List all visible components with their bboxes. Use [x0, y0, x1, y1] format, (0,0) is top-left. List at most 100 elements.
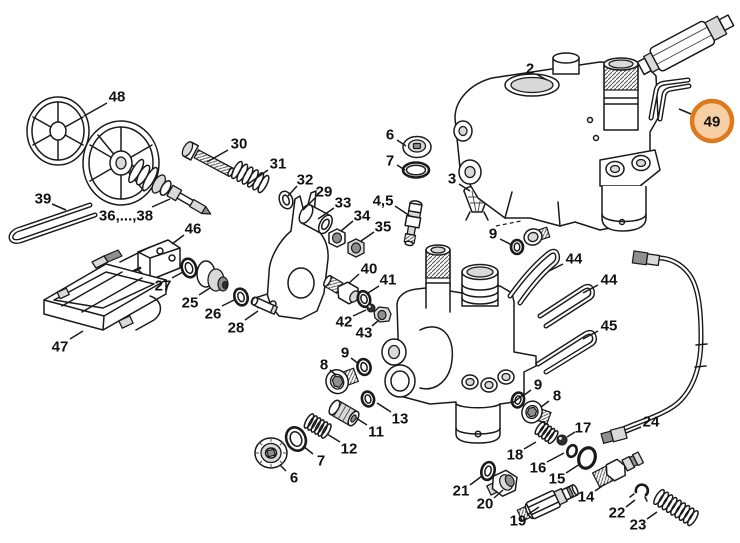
part-labels: 48303132293334354,56732493936,...,384627… [35, 61, 735, 534]
part-label-31: 31 [270, 156, 287, 173]
part-label-32: 32 [297, 172, 314, 189]
part-label-36-38: 36,...,38 [99, 208, 153, 225]
leader-line-29 [302, 197, 316, 211]
leader-line-20 [493, 489, 504, 499]
part-42-ball [366, 303, 376, 313]
leader-line-11 [355, 417, 368, 426]
leader-line-3 [458, 183, 471, 192]
leader-line-43 [371, 319, 380, 327]
leader-line-47 [69, 330, 84, 340]
part-label-7: 7 [386, 153, 394, 170]
leader-line-18 [523, 441, 537, 450]
part-47-frame [43, 263, 167, 331]
part-23-spring [653, 488, 699, 527]
part-9-o-ring [356, 357, 372, 377]
leader-line-42 [352, 309, 367, 317]
part-label-35: 35 [375, 219, 392, 236]
part-40-fitting [323, 274, 360, 305]
part-19-coupler [516, 484, 579, 522]
part-label-19: 19 [510, 513, 527, 530]
part-label-34: 34 [354, 208, 371, 225]
leader-line-12 [326, 433, 341, 443]
part-8-plug [325, 367, 360, 395]
part-label-3: 3 [448, 171, 456, 188]
part-24-hose [600, 250, 708, 445]
leader-line-14 [594, 483, 606, 492]
part-label-39: 39 [35, 191, 52, 208]
assembly-dash-line [495, 220, 522, 227]
part-48-fan-wheel [26, 96, 160, 206]
leader-line-6 [396, 139, 407, 147]
part-7-o-ring [284, 426, 308, 452]
part-39-cotter-pin [8, 202, 98, 244]
part-30-bolt [181, 141, 235, 177]
part-18-spring [534, 420, 559, 445]
part-label-29: 29 [316, 184, 333, 201]
part-14-fitting [591, 451, 645, 489]
part-label-47: 47 [52, 339, 69, 356]
part-41-o-ring [356, 289, 372, 309]
leader-line-24 [625, 426, 642, 434]
leader-line-41 [367, 285, 380, 294]
leader-line-7 [302, 445, 314, 455]
leader-line-30 [206, 149, 229, 163]
part-6-plug [254, 437, 288, 469]
part-label-9: 9 [534, 377, 542, 394]
part-label-30: 30 [231, 136, 248, 153]
part-36-38-shaft-assembly [128, 158, 212, 215]
leader-line-34 [340, 220, 354, 232]
part-44-staple [537, 283, 595, 329]
part-label-20: 20 [477, 496, 494, 513]
part-28-pin [250, 296, 279, 315]
part-label-40: 40 [361, 261, 378, 278]
part-label-14: 14 [578, 489, 595, 506]
part-12-spring [303, 413, 332, 439]
highlight-badge [689, 98, 735, 144]
leader-line-36-38 [151, 198, 171, 208]
part-label-11: 11 [368, 424, 384, 441]
part-27-o-ring [180, 257, 198, 279]
leader-line-8 [329, 369, 337, 376]
part-label-15: 15 [549, 471, 566, 488]
part-22-clip [629, 483, 650, 502]
part-label-41: 41 [380, 272, 397, 289]
part-label-42: 42 [336, 314, 353, 331]
part-43-nut [373, 306, 392, 323]
part-label-48: 48 [109, 89, 126, 106]
leader-line-15 [565, 463, 581, 474]
part-label-8: 8 [320, 357, 328, 374]
part-label-9: 9 [489, 226, 497, 243]
part-13-o-ring [360, 390, 376, 408]
leader-line-26 [221, 298, 237, 307]
part-label-26: 26 [205, 306, 222, 323]
leader-line-7 [396, 164, 406, 171]
part-44-staple [507, 248, 561, 306]
part-32-washer [278, 190, 294, 210]
part-label-27: 27 [155, 278, 172, 295]
part-15-o-ring [577, 446, 597, 470]
part-label-45: 45 [601, 318, 618, 335]
leader-line-39 [51, 203, 67, 211]
part-label-21: 21 [453, 483, 470, 500]
part-label-6: 6 [386, 127, 394, 144]
part-label-6: 6 [290, 470, 298, 487]
part-26-o-ring [232, 287, 250, 307]
part-9-o-ring [509, 238, 525, 256]
leader-line-49 [678, 108, 692, 115]
part-17-ball [556, 434, 568, 446]
leader-line-27 [171, 271, 184, 279]
part-label-4-5: 4,5 [373, 193, 394, 210]
part-label-23: 23 [630, 517, 647, 534]
leader-line-23 [646, 511, 658, 520]
part-8-plug [521, 400, 552, 425]
leader-line-33 [317, 207, 335, 220]
part-7-o-ring [401, 161, 431, 179]
part-piston-rod [636, 14, 735, 76]
leader-line-28 [244, 310, 259, 321]
part-label-12: 12 [341, 441, 358, 458]
part-6-plug [402, 135, 432, 159]
part-16-o-ring [565, 443, 579, 459]
part-label-17: 17 [575, 420, 592, 437]
part-label-44: 44 [566, 251, 583, 268]
